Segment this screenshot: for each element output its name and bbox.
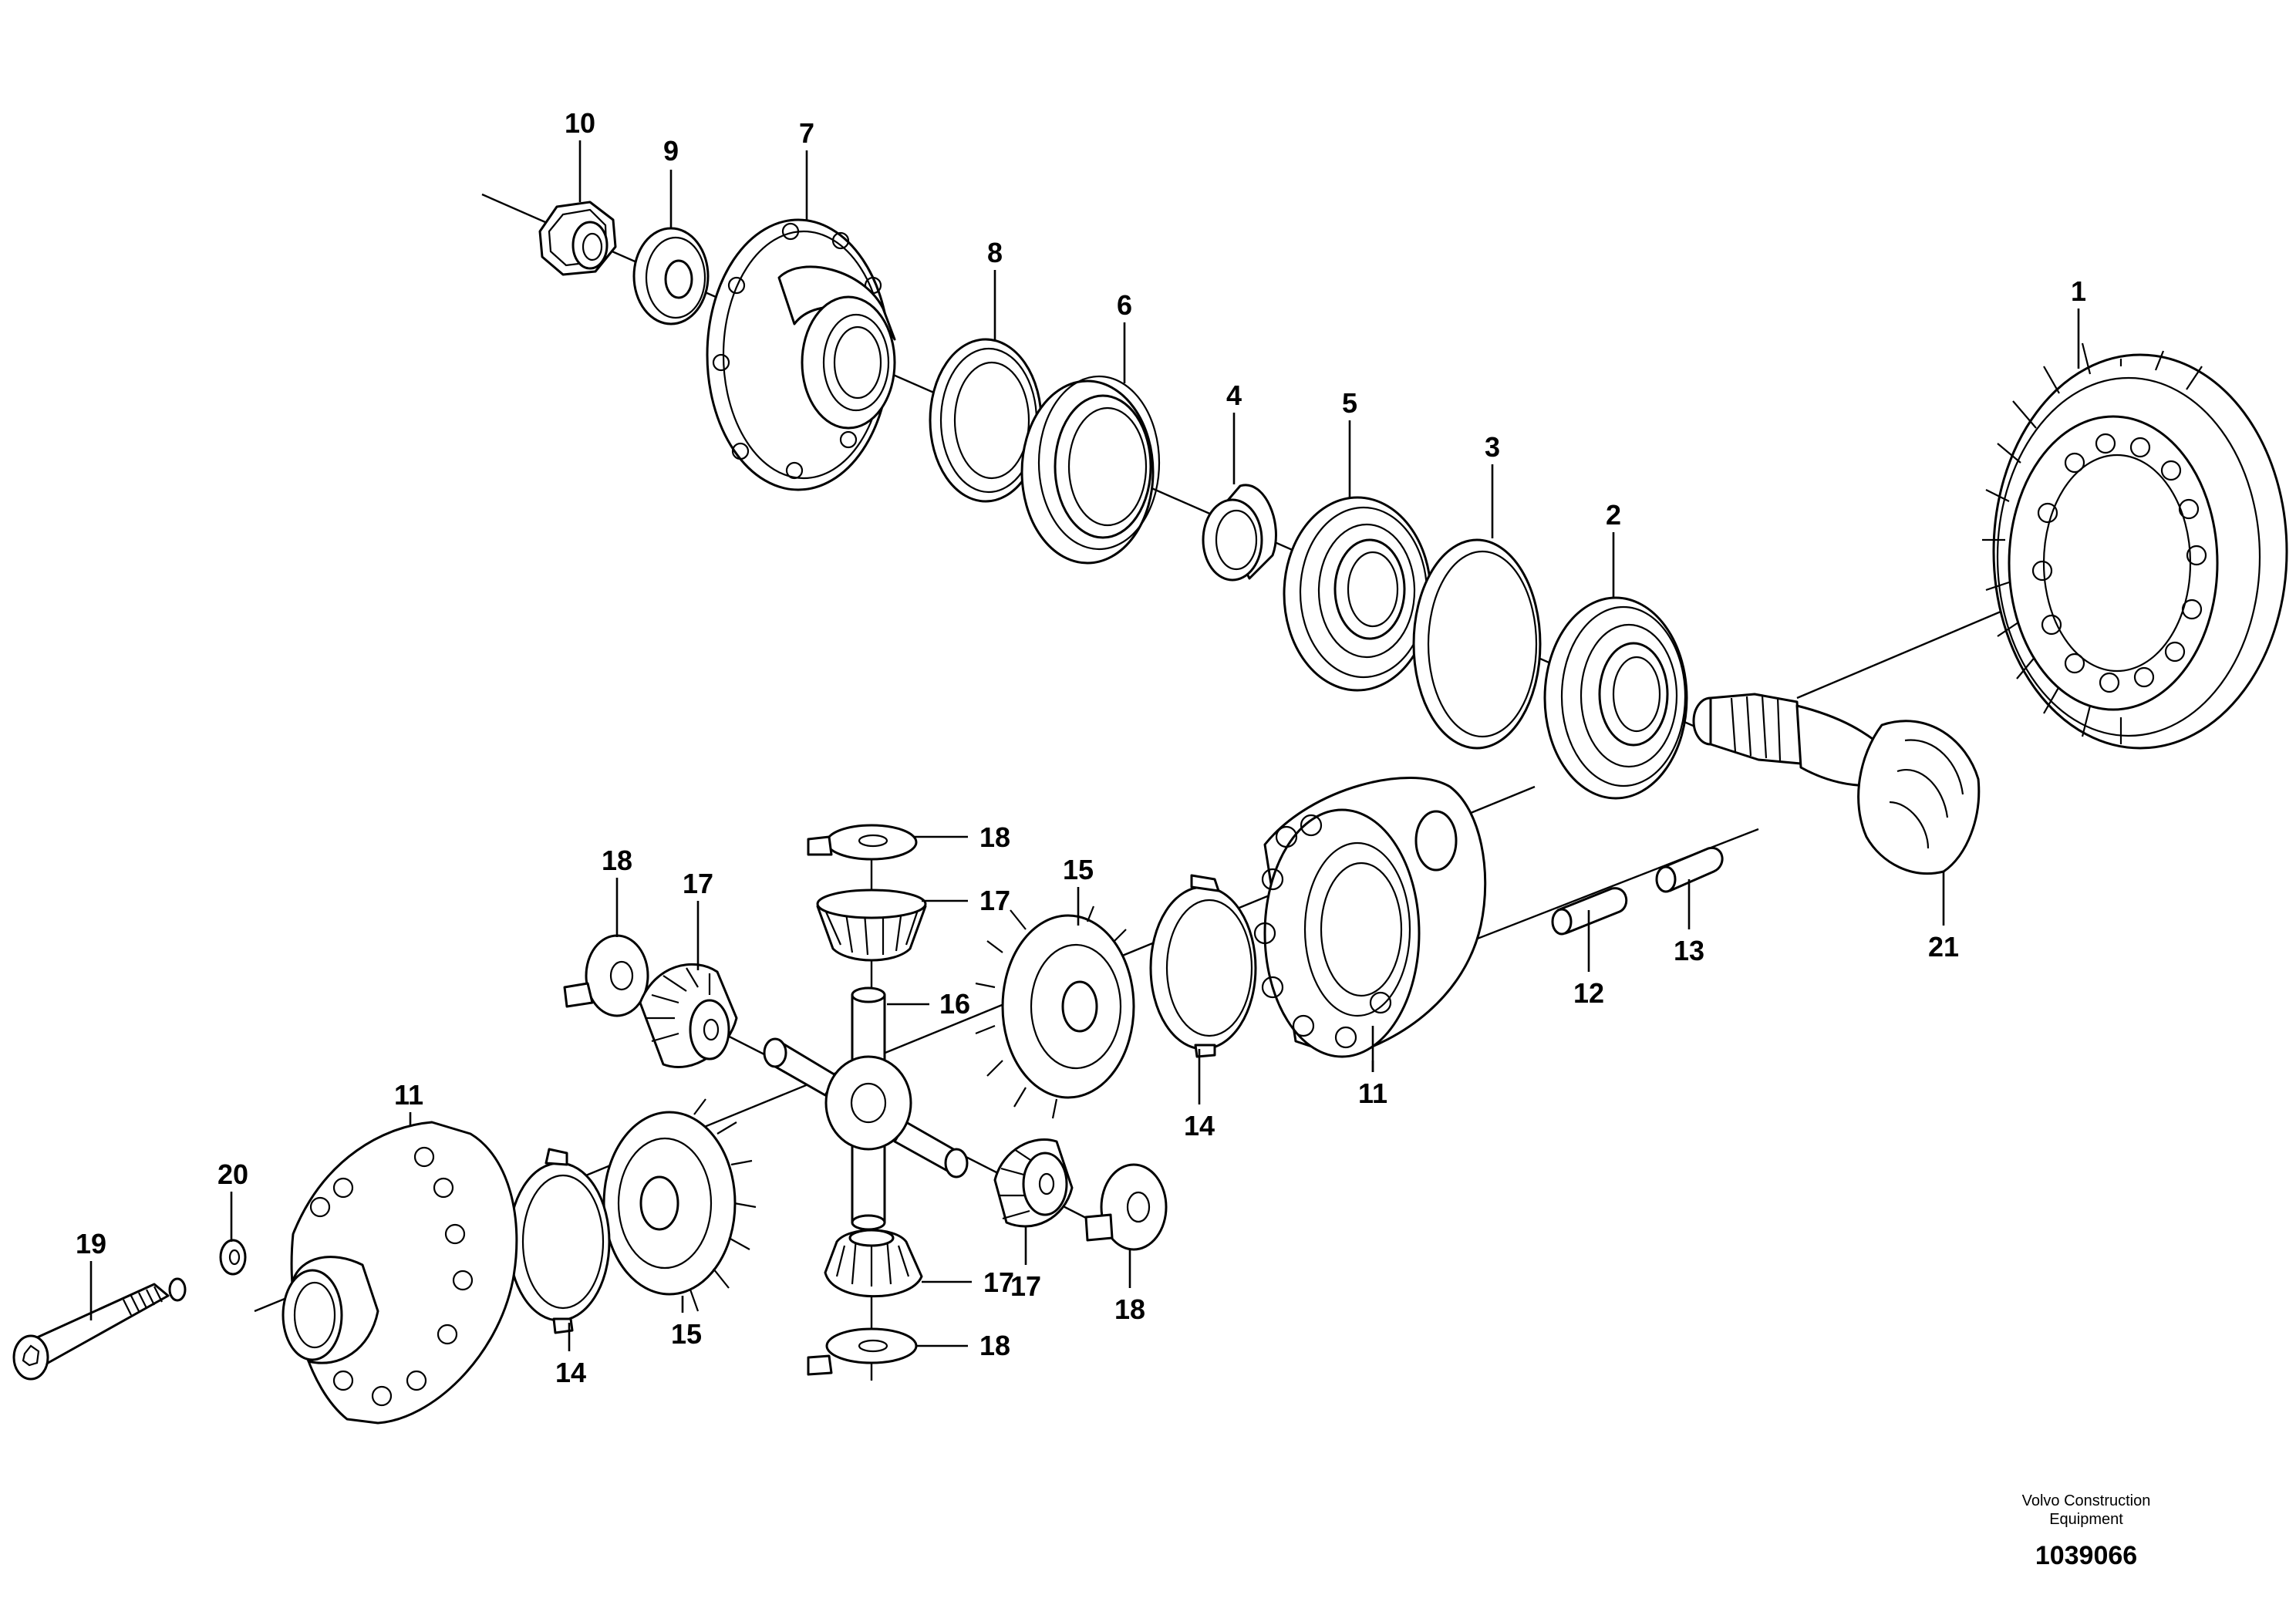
callout-11-left: 11	[394, 1079, 423, 1111]
pin-axis	[1461, 828, 1759, 946]
callout-10: 10	[565, 107, 595, 139]
footer-drawing-number: 1039066	[2035, 1541, 2137, 1570]
part-12-pin	[1551, 887, 1628, 936]
callout-4: 4	[1226, 379, 1242, 411]
callout-11-right: 11	[1358, 1077, 1387, 1109]
part-18-washer-right	[1084, 1163, 1168, 1251]
part-14-thrust-washer-left	[507, 1148, 611, 1334]
part-10-nut	[538, 201, 617, 276]
part-6-bearing-cup	[1020, 375, 1161, 565]
callout-20: 20	[217, 1158, 248, 1190]
drawing-footer: Volvo Construction Equipment 1039066	[2022, 1492, 2151, 1570]
callout-17-bottom: 17	[983, 1266, 1014, 1298]
part-18-washer-bottom	[807, 1327, 918, 1376]
part-21-pinion-shaft	[1692, 693, 1981, 875]
part-20-washer	[219, 1239, 247, 1276]
part-9-washer	[632, 227, 710, 325]
part-17-pinion-left	[639, 963, 738, 1069]
callout-16: 16	[939, 988, 970, 1020]
callout-1: 1	[2071, 275, 2086, 307]
callout-17-right: 17	[1010, 1270, 1041, 1302]
callout-15-right: 15	[1063, 854, 1094, 885]
part-17-pinion-bottom	[824, 1229, 923, 1298]
callout-14-left: 14	[555, 1357, 586, 1388]
callout-5: 5	[1342, 387, 1357, 419]
callout-17-left: 17	[683, 868, 713, 899]
callout-6: 6	[1117, 289, 1132, 321]
callout-12: 12	[1573, 977, 1604, 1009]
part-17-pinion-top	[816, 889, 927, 962]
callout-19: 19	[76, 1228, 106, 1259]
callout-14-right: 14	[1184, 1110, 1215, 1141]
callout-9: 9	[663, 135, 679, 167]
callout-13: 13	[1674, 935, 1704, 966]
part-18-washer-left	[563, 934, 649, 1017]
callout-7: 7	[799, 117, 814, 149]
part-5-bearing	[1283, 496, 1432, 692]
part-3-shim	[1412, 538, 1542, 750]
part-11-case-left	[282, 1121, 518, 1425]
callout-21: 21	[1928, 931, 1959, 963]
part-4-spacer	[1202, 484, 1277, 582]
part-15-side-gear-right	[975, 905, 1135, 1119]
callout-18-top: 18	[979, 821, 1010, 853]
part-7-flange	[706, 218, 896, 491]
callout-labels: 10 9 7 8 6 4 5 3 2 1 21 12 13 11 14 15 1…	[76, 107, 2086, 1388]
callout-8: 8	[987, 237, 1003, 268]
part-8-seal	[929, 338, 1043, 503]
callout-2: 2	[1606, 499, 1621, 531]
part-17-pinion-right	[993, 1138, 1074, 1228]
leader-lines	[89, 140, 2080, 1351]
part-11-case-right	[1253, 777, 1487, 1058]
part-14-thrust-washer-right	[1149, 874, 1257, 1058]
footer-company-line2: Equipment	[2049, 1511, 2123, 1528]
callout-3: 3	[1485, 431, 1500, 463]
part-2-bearing	[1543, 596, 1688, 800]
callout-18-bottom: 18	[979, 1330, 1010, 1361]
callout-15-left: 15	[671, 1318, 702, 1350]
callout-17-top: 17	[979, 885, 1010, 916]
part-18-washer-top	[807, 824, 918, 861]
part-15-side-gear-left	[602, 1098, 757, 1312]
part-19-bolt	[12, 1277, 187, 1381]
callout-18-right: 18	[1114, 1293, 1145, 1325]
footer-company-line1: Volvo Construction	[2022, 1492, 2151, 1509]
callout-18-left: 18	[602, 845, 632, 876]
part-1-ring-gear	[1982, 342, 2288, 750]
part-16-spider	[763, 986, 969, 1231]
part-13-pin	[1655, 846, 1724, 893]
